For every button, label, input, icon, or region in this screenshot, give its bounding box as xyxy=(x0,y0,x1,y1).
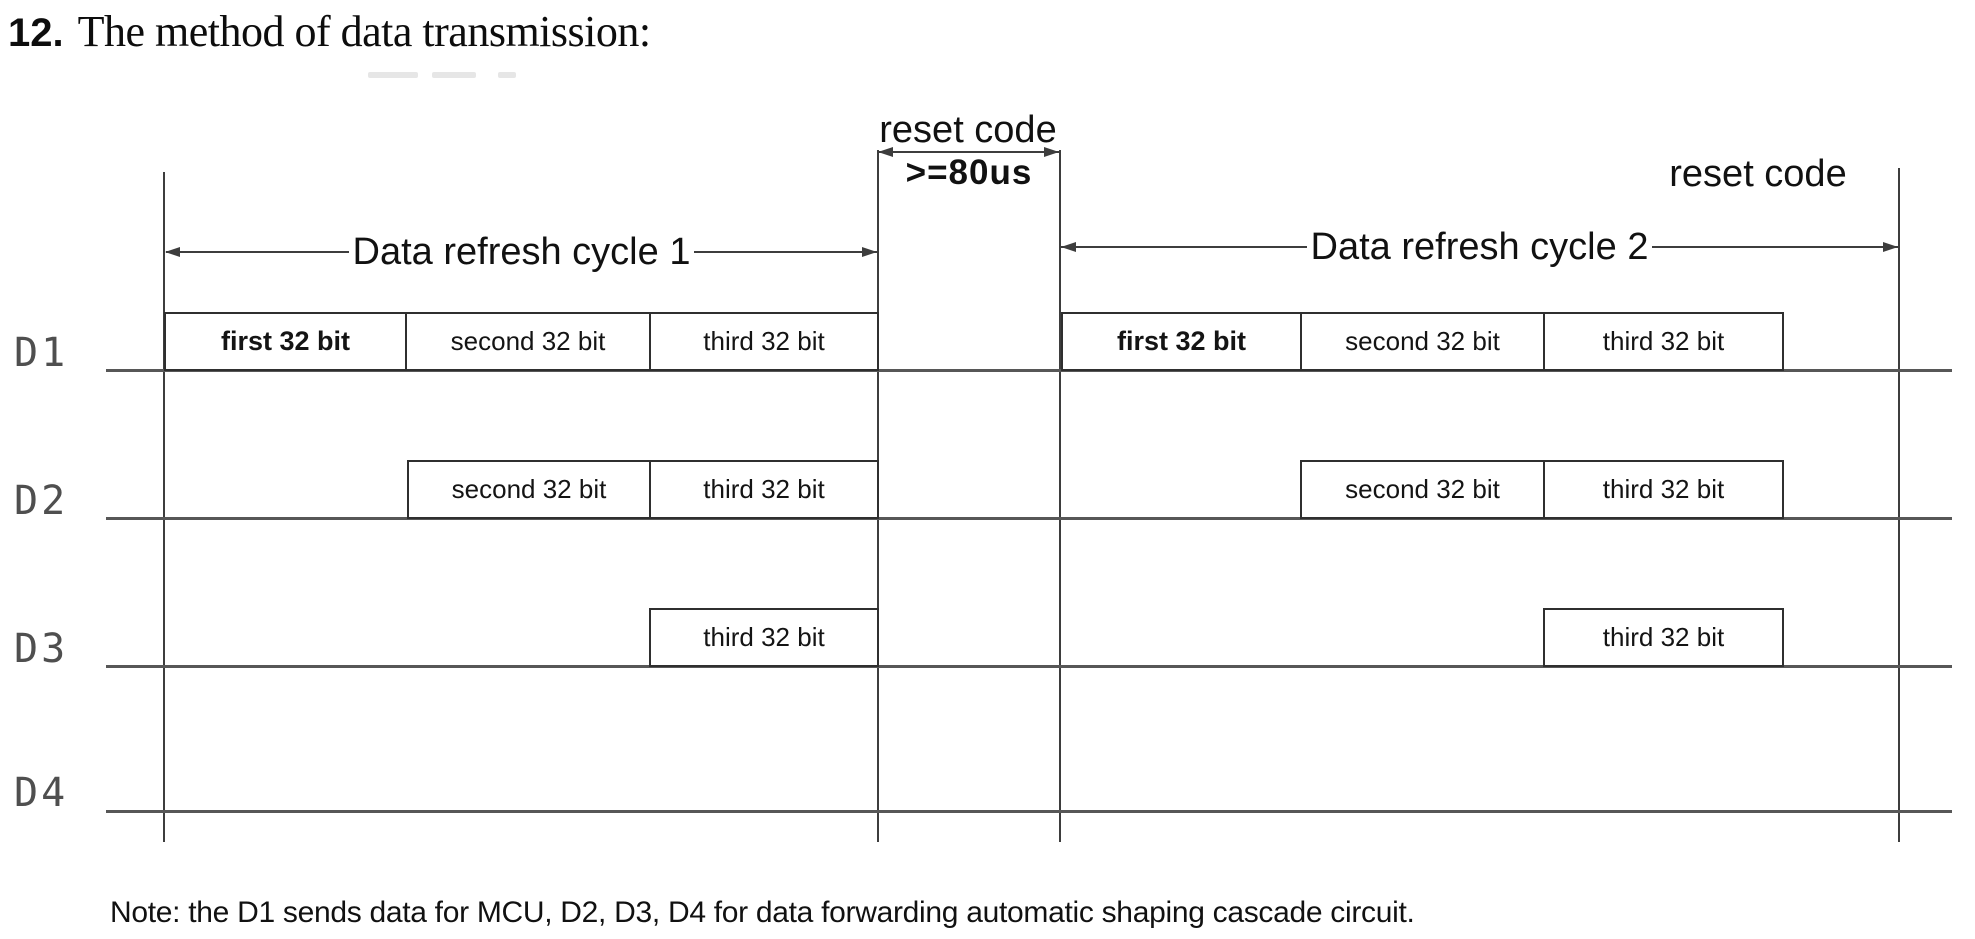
d1-cycle1-first-box: first 32 bit xyxy=(164,312,407,371)
cycle2-end-line xyxy=(1898,168,1900,842)
page-title: 12. The method of data transmission: xyxy=(8,6,651,57)
d1-signal-line xyxy=(106,369,1952,372)
scan-artifact xyxy=(432,72,476,78)
row-label-d1: D1 xyxy=(14,330,69,376)
note-text: Note: the D1 sends data for MCU, D2, D3,… xyxy=(110,896,1415,929)
arrow-left-icon xyxy=(165,247,180,257)
d1-cycle2-second-box: second 32 bit xyxy=(1300,312,1545,371)
d3-signal-line xyxy=(106,665,1952,668)
cycle1-start-line xyxy=(163,172,165,842)
arrow-right-icon xyxy=(1044,147,1059,157)
row-label-d2: D2 xyxy=(14,478,69,524)
d1-cycle1-second-box: second 32 bit xyxy=(405,312,651,371)
d2-cycle1-third-box: third 32 bit xyxy=(649,460,879,519)
section-number: 12. xyxy=(8,11,64,55)
scan-artifact xyxy=(368,72,418,78)
row-label-d3: D3 xyxy=(14,626,69,672)
d2-cycle2-third-box: third 32 bit xyxy=(1543,460,1784,519)
d1-cycle2-third-box: third 32 bit xyxy=(1543,312,1784,371)
cycle2-label: Data refresh cycle 2 xyxy=(1061,225,1898,269)
reset-code-label-center: reset code xyxy=(879,109,1057,151)
reset-duration-label: >=80us xyxy=(905,153,1033,192)
d3-cycle1-third-box: third 32 bit xyxy=(649,608,879,667)
d3-cycle2-third-box: third 32 bit xyxy=(1543,608,1784,667)
arrow-right-icon xyxy=(862,247,877,257)
arrow-left-icon xyxy=(878,147,893,157)
cycle1-label: Data refresh cycle 1 xyxy=(166,230,877,274)
scan-artifact xyxy=(498,72,516,78)
reset-code-label-right: reset code xyxy=(1669,153,1847,195)
arrow-right-icon xyxy=(1883,242,1898,252)
d1-cycle1-third-box: third 32 bit xyxy=(649,312,879,371)
section-title: The method of data transmission: xyxy=(77,7,652,56)
d2-cycle2-second-box: second 32 bit xyxy=(1300,460,1545,519)
arrow-left-icon xyxy=(1061,242,1076,252)
row-label-d4: D4 xyxy=(14,770,69,816)
d2-cycle1-second-box: second 32 bit xyxy=(407,460,651,519)
reset-right-line xyxy=(1059,150,1061,842)
d2-signal-line xyxy=(106,517,1952,520)
d4-signal-line xyxy=(106,810,1952,813)
d1-cycle2-first-box: first 32 bit xyxy=(1061,312,1302,371)
reset-dimension-line xyxy=(879,151,1059,153)
